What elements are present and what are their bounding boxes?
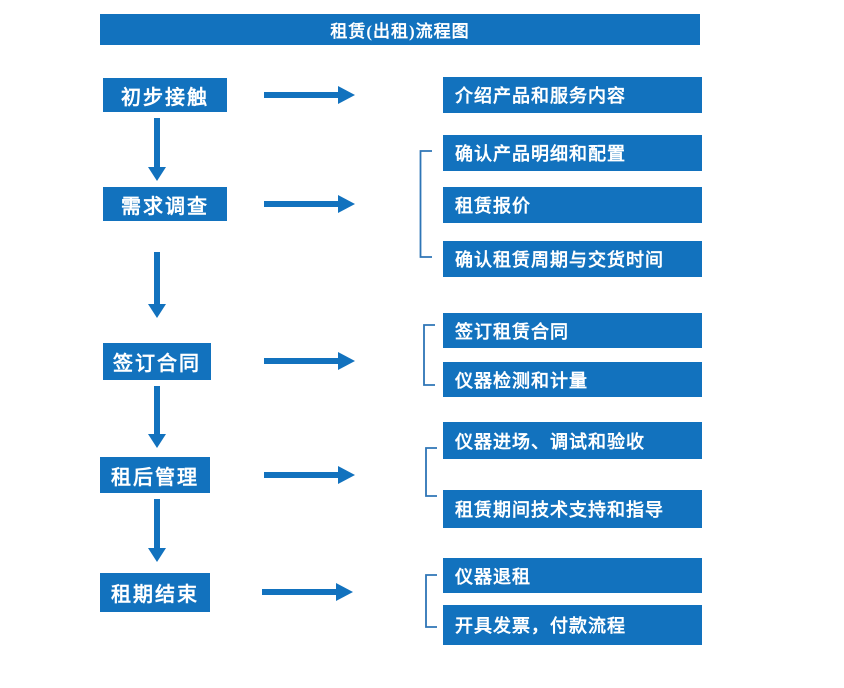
- output-box-invoice-payment: 开具发票，付款流程: [443, 605, 702, 645]
- right-arrow-post-rental: [264, 466, 355, 484]
- flowchart-title: 租赁(出租)流程图: [100, 14, 700, 45]
- down-arrow-2: [148, 252, 166, 318]
- step-box-post-rental-management: 租后管理: [100, 457, 210, 493]
- step-box-lease-end: 租期结束: [100, 573, 210, 612]
- right-arrow-sign-contract: [264, 352, 355, 370]
- right-arrow-demand-survey: [264, 195, 355, 213]
- output-box-instrument-return: 仪器退租: [443, 558, 702, 593]
- step-box-demand-survey: 需求调查: [103, 187, 227, 221]
- output-box-sign-rental-contract: 签订租赁合同: [443, 313, 702, 348]
- step-box-initial-contact: 初步接触: [103, 78, 227, 112]
- bracket-post-rental-group: [425, 447, 437, 497]
- down-arrow-4: [148, 499, 166, 562]
- step-box-sign-contract: 签订合同: [103, 343, 211, 380]
- bracket-sign-contract-group: [423, 324, 435, 386]
- down-arrow-1: [148, 118, 166, 181]
- output-box-confirm-rental-period: 确认租赁周期与交货时间: [443, 241, 702, 277]
- output-box-instrument-testing: 仪器检测和计量: [443, 362, 702, 397]
- right-arrow-lease-end: [262, 583, 353, 601]
- right-arrow-initial-contact: [264, 86, 355, 104]
- bracket-lease-end-group: [425, 574, 437, 628]
- down-arrow-3: [148, 386, 166, 448]
- output-box-confirm-product-details: 确认产品明细和配置: [443, 135, 702, 171]
- output-box-introduce-products: 介绍产品和服务内容: [443, 77, 702, 113]
- output-box-technical-support: 租赁期间技术支持和指导: [443, 490, 702, 528]
- output-box-instrument-setup-acceptance: 仪器进场、调试和验收: [443, 422, 702, 459]
- output-box-rental-quote: 租赁报价: [443, 187, 702, 223]
- bracket-demand-survey-group: [419, 150, 432, 258]
